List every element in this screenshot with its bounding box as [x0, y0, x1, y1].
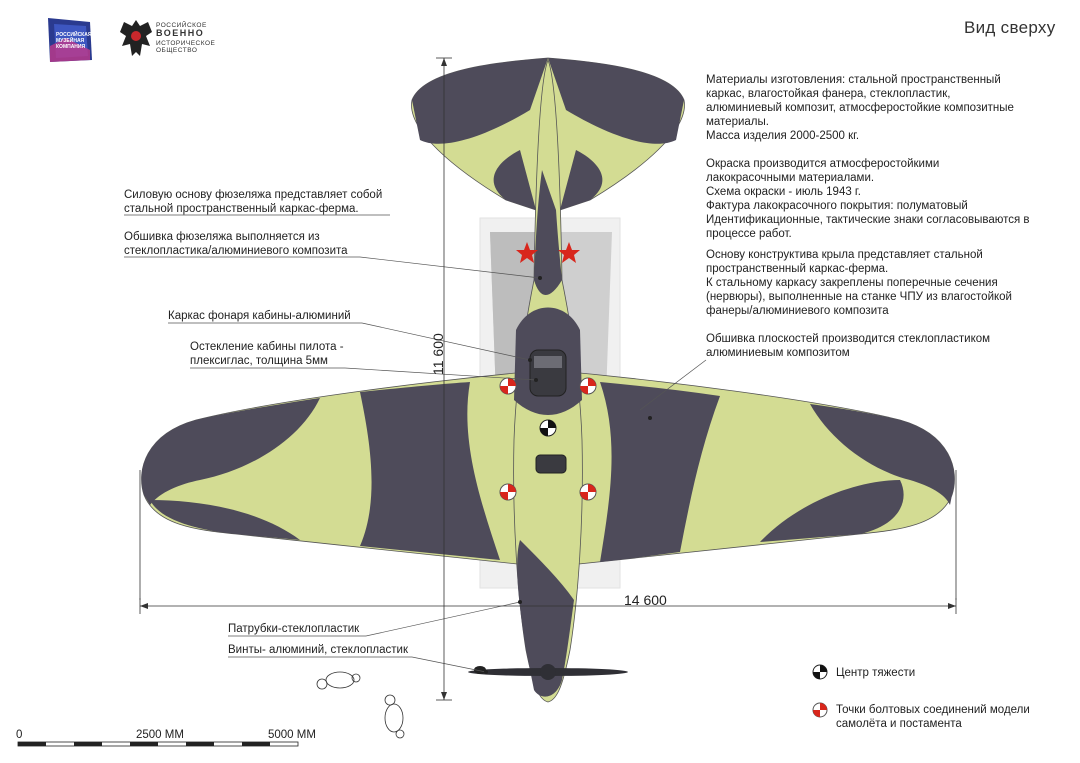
view-title: Вид сверху — [964, 18, 1056, 37]
dimension-lines — [139, 57, 957, 701]
callout-fuselage-frame: Силовую основу фюзеляжа представляет соб… — [124, 189, 383, 215]
society-logo-line-4: ОБЩЕСТВО — [156, 47, 198, 54]
leader-lines — [124, 214, 707, 673]
callout-cockpit-glazing: Остекление кабины пилота - плексиглас, т… — [190, 341, 344, 367]
note-paint: Окраска производится атмосферостойкими л… — [706, 158, 1030, 240]
spinner — [540, 664, 556, 680]
red-star-left — [516, 242, 538, 263]
society-logo-line-3: ИСТОРИЧЕСКОЕ — [156, 40, 216, 47]
callout-exhaust: Патрубки-стеклопластик — [228, 623, 360, 635]
scale-label-mid: 2500 ММ — [136, 729, 184, 741]
callout-fuselage-skin: Обшивка фюзеляжа выполняется из стеклопл… — [124, 231, 348, 257]
society-logo-line-1: РОССИЙСКОЕ — [156, 22, 207, 29]
rmc-logo: РОССИЙСКАЯ МУЗЕЙНАЯ КОМПАНИЯ — [46, 16, 94, 64]
dimension-wingspan: 14 600 — [624, 592, 667, 608]
society-logo: РОССИЙСКОЕ ВОЕННО ИСТОРИЧЕСКОЕ ОБЩЕСТВО — [118, 16, 215, 60]
scale-label-end: 5000 ММ — [268, 729, 316, 741]
dimension-length: 11 600 — [430, 333, 446, 375]
legend-bolt-label: Точки болтовых соединений модели самолёт… — [836, 704, 1030, 730]
bolt-point-4 — [579, 483, 597, 501]
callout-propeller: Винты- алюминий, стеклопластик — [228, 644, 409, 656]
legend-cg-label: Центр тяжести — [836, 667, 916, 679]
bolt-point-3 — [499, 483, 517, 501]
bolt-point-1 — [499, 377, 517, 395]
legend-bolt-icon — [812, 702, 828, 718]
rmc-logo-graphic — [48, 18, 92, 62]
note-wing-skin: Обшивка плоскостей производится стеклопл… — [706, 333, 991, 359]
scale-bar — [17, 741, 299, 747]
society-logo-line-2: ВОЕННО — [156, 28, 205, 38]
rmc-logo-text: РОССИЙСКАЯ МУЗЕЙНАЯ КОМПАНИЯ — [56, 32, 92, 50]
note-materials: Материалы изготовления: стальной простра… — [706, 74, 1014, 142]
red-star-right — [558, 242, 580, 263]
note-wing-frame: Основу конструктива крыла представляет с… — [706, 249, 1012, 317]
callout-canopy-frame: Каркас фонаря кабины-алюминий — [168, 310, 351, 322]
center-of-gravity-mark — [539, 419, 557, 437]
legend-cg-icon — [812, 664, 828, 680]
human-figure-icons — [316, 671, 405, 739]
bolt-point-2 — [579, 377, 597, 395]
scale-label-0: 0 — [16, 729, 23, 741]
double-eagle-icon — [120, 20, 152, 56]
